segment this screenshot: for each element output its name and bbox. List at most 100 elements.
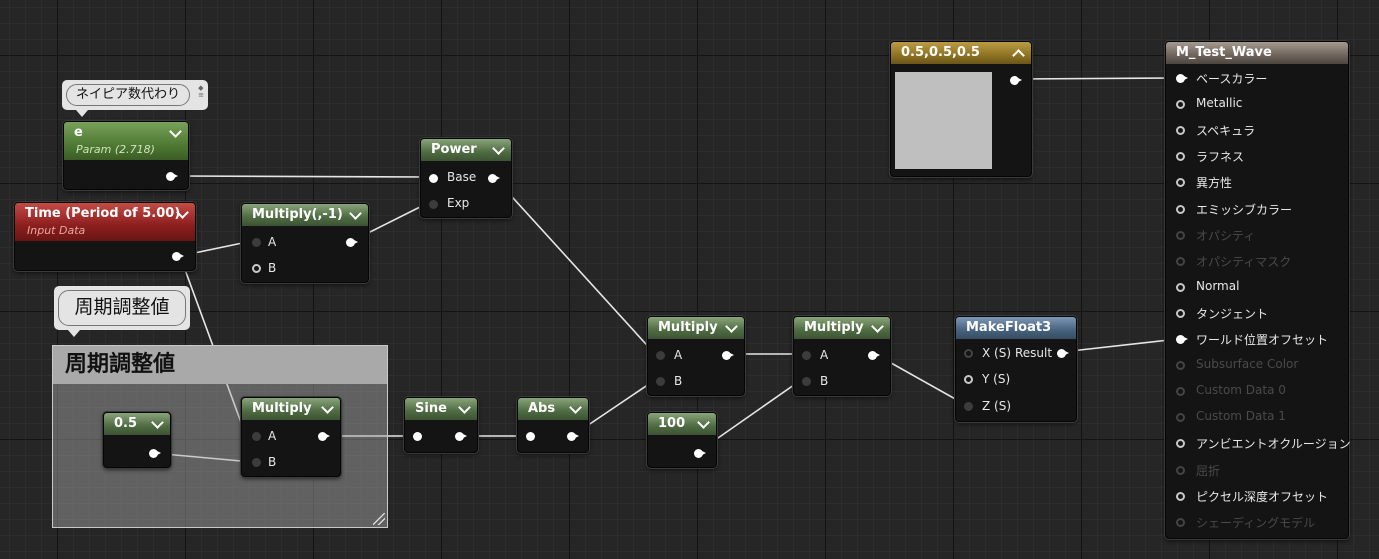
pin-label-result: Result xyxy=(1015,346,1053,360)
chevron-down-icon[interactable] xyxy=(871,320,884,333)
wire-e-to-power-base xyxy=(175,175,429,178)
pin-label-a: A xyxy=(268,235,277,249)
output-pin[interactable] xyxy=(1010,76,1022,85)
input-pin-b[interactable] xyxy=(656,377,665,386)
node-time[interactable]: Time (Period of 5.00) Input Data xyxy=(14,202,196,271)
result-pin-label: ピクセル深度オフセット xyxy=(1196,489,1329,504)
result-input-pin xyxy=(1176,230,1185,240)
output-pin[interactable] xyxy=(318,432,330,441)
output-pin[interactable] xyxy=(166,172,178,181)
chevron-down-icon[interactable] xyxy=(492,142,505,155)
result-pin-label: Normal xyxy=(1196,278,1240,293)
pin-label-exp: Exp xyxy=(447,196,470,210)
input-pin-x[interactable] xyxy=(964,349,973,358)
result-input-pin[interactable] xyxy=(1176,178,1185,188)
input-pin-a[interactable] xyxy=(252,432,261,441)
result-input-pin xyxy=(1176,387,1185,397)
result-input-pin xyxy=(1176,256,1185,266)
result-input-pin[interactable] xyxy=(1176,439,1185,449)
input-pin-z[interactable] xyxy=(964,402,973,411)
input-pin-base[interactable] xyxy=(429,174,438,183)
output-pin[interactable] xyxy=(694,449,706,458)
output-pin[interactable] xyxy=(868,351,880,360)
chevron-up-icon[interactable] xyxy=(1012,49,1025,62)
chevron-down-icon[interactable] xyxy=(697,416,710,429)
node-subtitle: Param (2.718) xyxy=(76,143,155,156)
input-pin[interactable] xyxy=(413,432,422,441)
node-sine[interactable]: Sine xyxy=(404,397,478,453)
input-pin-a[interactable] xyxy=(802,351,811,360)
resize-handle-icon[interactable] xyxy=(373,513,385,525)
node-header: Multiply(,-1) xyxy=(242,204,368,226)
comment-box-bubble: 周期調整値 xyxy=(54,286,190,337)
node-makefloat3[interactable]: MakeFloat3 X (S) Y (S) Z (S) Result xyxy=(955,316,1077,422)
node-comment-bubble: ネイピア数代わり ◆≡ xyxy=(62,80,208,117)
node-title: Multiply(,-1) xyxy=(252,207,343,222)
result-input-pin[interactable] xyxy=(1176,152,1185,162)
pin-label-y: Y (S) xyxy=(982,372,1011,386)
output-pin[interactable] xyxy=(722,351,734,360)
node-abs[interactable]: Abs xyxy=(517,397,589,453)
result-pin-label: ワールド位置オフセット xyxy=(1196,333,1329,347)
node-header: e Param (2.718) xyxy=(64,122,188,160)
comment-box-bubble-text: 周期調整値 xyxy=(58,290,186,326)
input-pin-y[interactable] xyxy=(964,375,973,384)
result-input-pin[interactable] xyxy=(1176,74,1188,83)
pin-label-a: A xyxy=(674,348,683,362)
node-e-param[interactable]: e Param (2.718) xyxy=(63,121,189,190)
output-pin[interactable] xyxy=(149,449,161,458)
result-pin-label: Custom Data 1 xyxy=(1196,409,1286,424)
input-pin-b[interactable] xyxy=(252,458,261,467)
output-pin[interactable] xyxy=(488,174,500,183)
result-pin-label: Custom Data 0 xyxy=(1196,383,1286,398)
chevron-down-icon[interactable] xyxy=(349,207,362,220)
result-input-pin xyxy=(1176,517,1185,527)
chevron-down-icon[interactable] xyxy=(569,401,582,414)
chevron-down-icon[interactable] xyxy=(725,320,738,333)
input-pin-b[interactable] xyxy=(802,377,811,386)
output-pin[interactable] xyxy=(455,432,467,441)
node-const-05[interactable]: 0.5 xyxy=(103,412,171,468)
chevron-down-icon[interactable] xyxy=(321,401,334,414)
result-input-pin[interactable] xyxy=(1176,308,1185,318)
pin-label-a: A xyxy=(820,348,829,362)
chevron-down-icon[interactable] xyxy=(151,416,164,429)
node-multiply-2[interactable]: Multiply A B xyxy=(793,316,891,396)
result-input-pin[interactable] xyxy=(1176,204,1185,214)
input-pin-a[interactable] xyxy=(252,238,261,247)
input-pin-a[interactable] xyxy=(656,351,665,360)
input-pin-exp[interactable] xyxy=(429,200,438,209)
result-pin-label: 屈折 xyxy=(1196,463,1221,478)
chevron-down-icon[interactable] xyxy=(169,125,182,138)
result-pin-label: アンビエントオクルージョン xyxy=(1196,437,1351,452)
result-input-pin[interactable] xyxy=(1176,282,1185,292)
pin-comment-icon[interactable]: ◆≡ xyxy=(198,84,204,99)
chevron-down-icon[interactable] xyxy=(458,401,471,414)
result-input-pin[interactable] xyxy=(1176,335,1188,344)
output-pin[interactable] xyxy=(567,432,579,441)
node-header: Multiply xyxy=(794,317,890,339)
node-title: Multiply xyxy=(252,401,312,416)
node-title: 0.5,0.5,0.5 xyxy=(901,45,980,60)
node-vector-constant[interactable]: 0.5,0.5,0.5 xyxy=(890,41,1032,177)
node-multiply-neg[interactable]: Multiply(,-1) A B xyxy=(241,203,369,283)
node-multiply-period[interactable]: Multiply A B xyxy=(241,397,341,477)
color-swatch[interactable] xyxy=(895,72,992,169)
input-pin[interactable] xyxy=(526,432,535,441)
output-pin-result[interactable] xyxy=(1057,349,1069,358)
node-multiply-1[interactable]: Multiply A B xyxy=(647,316,745,396)
output-pin[interactable] xyxy=(172,252,184,261)
pin-label-base: Base xyxy=(447,170,477,184)
result-input-pin[interactable] xyxy=(1176,100,1185,110)
node-header: Time (Period of 5.00) Input Data xyxy=(15,203,195,241)
input-pin-b[interactable] xyxy=(252,264,261,273)
result-input-pin[interactable] xyxy=(1176,491,1185,501)
result-pin-label: シェーディングモデル xyxy=(1196,515,1316,530)
node-title: 0.5 xyxy=(114,416,138,431)
output-pin[interactable] xyxy=(346,238,358,247)
node-const-100[interactable]: 100 xyxy=(647,412,717,468)
node-power[interactable]: Power Base Exp xyxy=(420,138,512,218)
result-input-pin[interactable] xyxy=(1176,126,1185,136)
node-title: MakeFloat3 xyxy=(966,320,1052,335)
